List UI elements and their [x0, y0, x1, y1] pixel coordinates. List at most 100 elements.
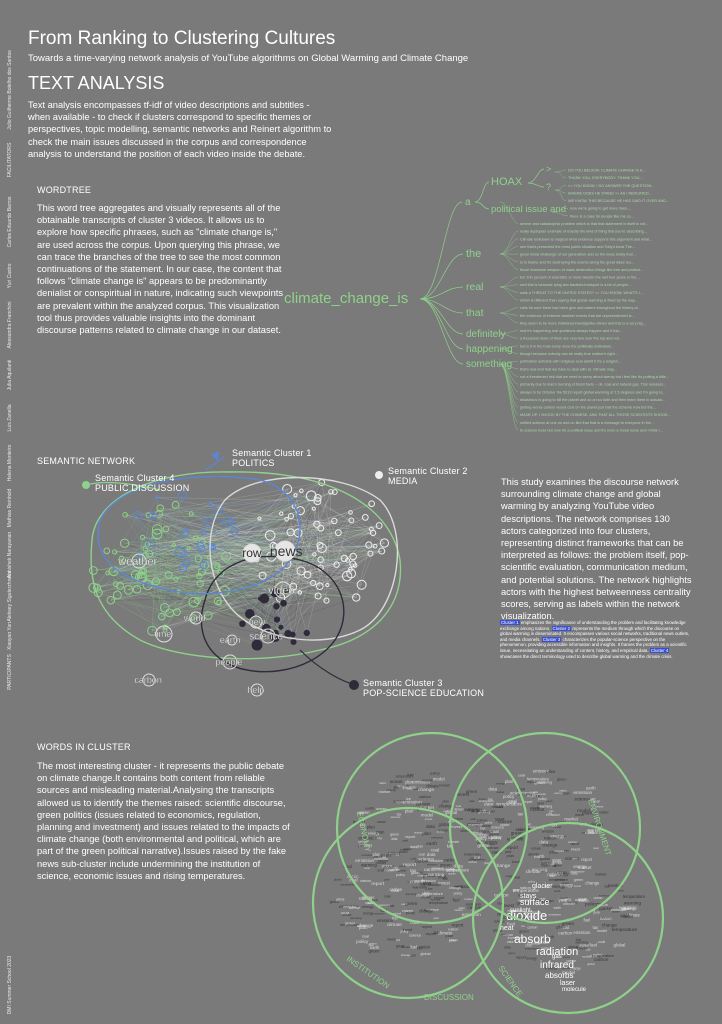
cloud-filler-word: policy — [556, 965, 564, 969]
network-edge — [157, 529, 328, 586]
cloud-filler-word: carbon — [415, 858, 430, 864]
cluster2-title: MEDIA — [388, 476, 418, 486]
network-edge — [125, 514, 260, 519]
cloud-filler-word: climate — [472, 831, 483, 835]
network-node — [188, 511, 194, 517]
cloud-filler-word: coal — [391, 888, 399, 893]
cloud-filler-word: coal — [343, 864, 351, 869]
cloud-filler-word: policy — [430, 771, 440, 775]
cloud-filler-word: carbon — [494, 893, 509, 899]
network-edge — [182, 495, 289, 634]
network-node — [352, 563, 358, 568]
network-node — [372, 543, 378, 549]
cloud-filler-word: market — [421, 895, 431, 899]
cloud-filler-word: change — [517, 911, 526, 915]
wordtree-leaf-22: a thousand more of them are very few ove… — [520, 337, 622, 341]
network-node — [356, 579, 367, 590]
cloud-filler-word: change — [585, 880, 600, 885]
cloud-filler-word: emission — [377, 918, 394, 923]
network-edge — [274, 508, 314, 637]
network-edge — [164, 560, 348, 631]
cloud-filler-word: policy — [593, 953, 603, 957]
cloud-filler-word: ocean — [376, 806, 387, 811]
wordtree-text: This word tree aggregates and visually r… — [37, 203, 283, 336]
network-node — [145, 550, 154, 558]
cloud-filler-word: policy — [525, 915, 533, 919]
network-edge — [148, 515, 335, 522]
network-edge — [199, 575, 209, 616]
network-edge — [287, 482, 322, 490]
network-hub-world — [189, 611, 203, 625]
wordtree-leaf-12: is to blame and it's destroying the even… — [520, 260, 635, 264]
cloud-filler-word: market — [508, 909, 522, 914]
network-edge — [121, 547, 189, 559]
cloud-filler-word: invest — [574, 884, 581, 888]
network-edge — [224, 525, 380, 592]
network-edge — [220, 542, 385, 574]
network-edge — [147, 544, 369, 586]
cloud-filler-word: policy — [476, 836, 488, 841]
cloud-filler-word: emission — [422, 879, 436, 883]
network-edge — [156, 533, 170, 576]
cloud-filler-word: report — [568, 901, 577, 905]
cloud-filler-word: data — [533, 794, 540, 798]
cloud-filler-word: coal — [431, 848, 439, 853]
cloud-filler-word: change — [494, 863, 510, 869]
network-node — [133, 510, 142, 520]
network-edge — [210, 503, 260, 519]
cloud-filler-word: emission — [427, 862, 438, 866]
network-edge — [121, 497, 157, 564]
network-edge — [316, 524, 371, 554]
network-edge — [148, 515, 162, 617]
network-hub-weather — [131, 553, 147, 569]
network-edge — [147, 525, 380, 545]
network-edge — [147, 517, 366, 545]
network-edge — [93, 533, 185, 588]
cloud-filler-word: climate — [408, 880, 417, 884]
network-edge — [148, 515, 267, 629]
cloud-filler-word: earth — [617, 888, 624, 892]
cloud-filler-word: invest — [495, 805, 503, 809]
cloud-filler-word: change — [506, 801, 517, 805]
network-node — [365, 541, 373, 549]
network-edge — [213, 532, 299, 548]
network-edge — [119, 554, 141, 587]
cloud-filler-word: model — [487, 842, 495, 846]
network-node — [286, 528, 295, 537]
cloud-filler-word: year — [384, 878, 390, 882]
cloud-filler-word: carbon — [468, 860, 477, 864]
network-edge — [173, 544, 287, 547]
cloud-filler-word: carbon — [594, 957, 609, 963]
network-edge — [227, 521, 271, 536]
cloud-filler-word: earth — [586, 786, 596, 791]
cloud-filler-word: report — [571, 842, 579, 846]
cloud-filler-word: plan — [548, 952, 554, 956]
network-edge — [110, 582, 314, 601]
cloud-filler-word: model — [621, 914, 632, 919]
network-edge — [139, 510, 301, 556]
network-edge — [185, 547, 213, 564]
network-edge — [208, 522, 294, 635]
cloud-filler-word: green — [379, 853, 391, 858]
network-edge — [201, 571, 327, 601]
cloud-filler-word: coal — [525, 944, 532, 948]
cloud-filler-word: warming — [532, 867, 548, 872]
network-edge — [160, 507, 301, 511]
network-edge — [338, 528, 372, 533]
network-edge — [175, 491, 332, 580]
network-edge — [210, 532, 374, 547]
cloud-filler-word: tax — [447, 843, 454, 849]
cloud-filler-word: market — [420, 805, 435, 810]
cloud-filler-word: climate — [390, 868, 401, 872]
network-edge — [208, 522, 277, 633]
cloud-filler-word: change — [439, 804, 454, 809]
cloud-filler-word: policy — [502, 915, 513, 920]
cloud-filler-word: year — [549, 849, 558, 854]
network-node — [198, 538, 206, 546]
network-node — [103, 547, 111, 555]
network-edge — [280, 544, 370, 628]
cloud-filler-word: ocean — [560, 791, 570, 795]
cloud-filler-word: temperature — [398, 785, 416, 789]
network-edge — [227, 521, 319, 597]
wordtree-leaf-32: MADE UP. I SHOOK BY THE CHINESE. AND THA… — [520, 413, 671, 417]
